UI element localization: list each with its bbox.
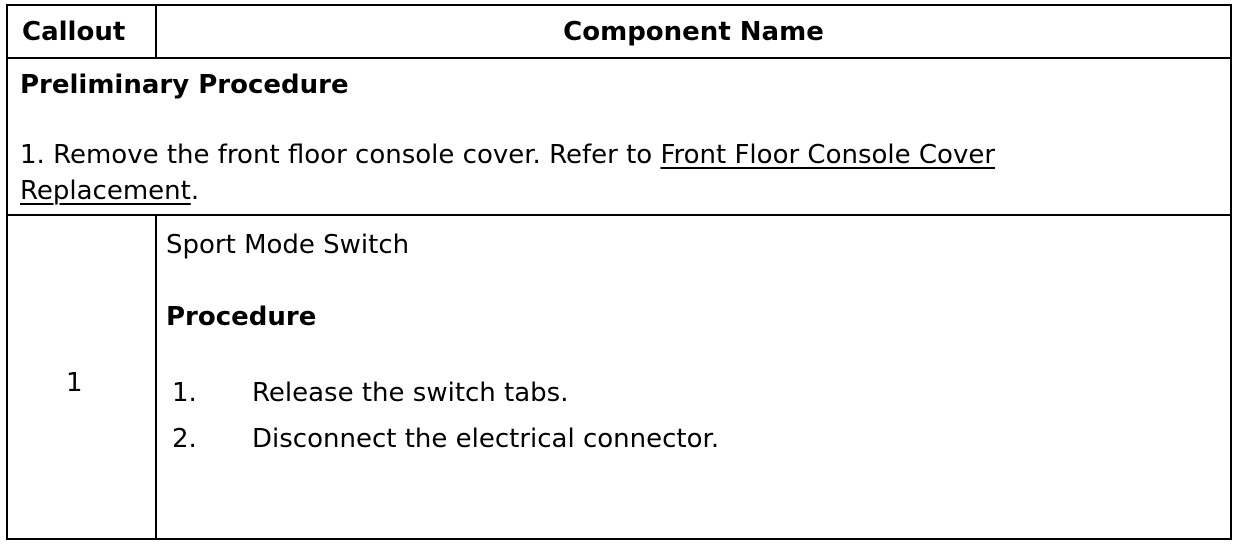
step-number: 1. bbox=[172, 378, 197, 408]
component-name: Sport Mode Switch bbox=[166, 230, 410, 260]
header-column-divider bbox=[155, 6, 157, 59]
callout-number: 1 bbox=[66, 368, 83, 398]
preliminary-step: 1. Remove the front floor console cover.… bbox=[20, 140, 995, 170]
row-column-divider bbox=[155, 214, 157, 538]
preliminary-divider bbox=[8, 214, 1230, 216]
front-floor-console-cover-link[interactable]: Front Floor Console Cover bbox=[660, 140, 996, 170]
step-text: Disconnect the electrical connector. bbox=[252, 424, 720, 454]
procedure-table: Callout Component Name Preliminary Proce… bbox=[6, 4, 1232, 540]
step-number: 2. bbox=[172, 424, 197, 454]
replacement-link[interactable]: Replacement bbox=[20, 176, 191, 206]
preliminary-step-text: 1. Remove the front floor console cover.… bbox=[20, 140, 661, 170]
step-text: Release the switch tabs. bbox=[252, 378, 569, 408]
procedure-title: Procedure bbox=[166, 302, 317, 332]
callout-header: Callout bbox=[22, 17, 126, 47]
component-name-header: Component Name bbox=[563, 17, 824, 47]
procedure-step: 1. Release the switch tabs. bbox=[172, 378, 569, 408]
procedure-step: 2. Disconnect the electrical connector. bbox=[172, 424, 719, 454]
preliminary-step-continued: Replacement. bbox=[20, 176, 199, 206]
header-divider bbox=[8, 57, 1230, 59]
preliminary-title: Preliminary Procedure bbox=[20, 70, 349, 100]
preliminary-step-suffix: . bbox=[190, 176, 200, 206]
